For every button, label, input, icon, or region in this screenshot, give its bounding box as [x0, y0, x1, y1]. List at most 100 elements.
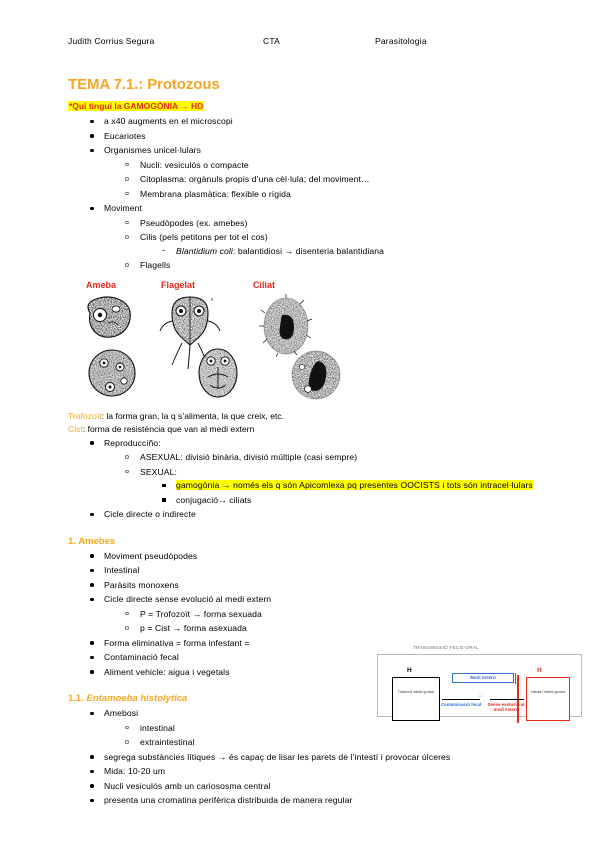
- list-item: Forma eliminativa = forma infestant =: [68, 637, 538, 651]
- list-item: gamogònia → només els q són Apicomlexa p…: [140, 479, 538, 493]
- list-item-label: Flagells: [140, 260, 171, 270]
- list-item: Contaminació fecal: [68, 651, 538, 665]
- flagelat-cyst-drawing: [198, 347, 238, 398]
- bullet-disc-icon: [90, 711, 94, 715]
- bullet-dash-icon: -: [162, 245, 166, 255]
- reproduction-list: Reproducciño: ASEXUAL: divisió binària, …: [68, 437, 538, 522]
- protozoa-figure-labels: Ameba Flagelat Ciliat: [68, 280, 538, 294]
- entamoeba-list: Amebosi intestinal extraintestinal segre…: [68, 707, 538, 808]
- list-item: Nucli vesiculós amb un cariososma centra…: [68, 780, 538, 794]
- host-box-right: Infecta l’intestí gruixut: [526, 677, 570, 721]
- feco-diagram-title: TRANSMISSIÓ FECO-ORAL: [413, 645, 480, 650]
- reproduction-sublist: ASEXUAL: divisió binària, divisió múltip…: [104, 451, 538, 507]
- list-item: Membrana plasmàtica: flexible o rígida: [104, 188, 538, 202]
- species-name: Blantidium coli: [176, 245, 233, 256]
- bullet-disc-icon: [90, 655, 94, 659]
- list-item-label: Moviment pseudòpodes: [104, 550, 198, 561]
- bullet-circle-icon: [125, 235, 129, 239]
- intro-list: a x40 augments en el microscopi Eucariot…: [68, 115, 538, 273]
- list-item-label: Amebosi: [104, 708, 139, 718]
- highlight-note: *Qui tingui la GAMOGÒNIA → HD: [68, 101, 205, 111]
- host-label-left: H: [407, 667, 412, 674]
- medi-extern-tick: [515, 673, 516, 684]
- list-item: Reproducciño: ASEXUAL: divisió binària, …: [68, 437, 538, 508]
- trofozoit-term: Trofozoït: [68, 410, 102, 421]
- amebosi-sublist: intestinal extraintestinal: [104, 722, 538, 750]
- list-item-label: gamogònia → només els q són Apicomlexa p…: [176, 480, 533, 490]
- bullet-disc-icon: [90, 641, 94, 645]
- list-item: Cilis (pels petitons per tot el cos) - B…: [104, 231, 538, 258]
- list-item-label: intestinal: [140, 722, 175, 733]
- header-course: CTA: [263, 36, 280, 46]
- list-item: Moviment Pseudòpodes (ex. amebes) Cilis …: [68, 202, 538, 273]
- bullet-disc-icon: [90, 119, 94, 123]
- section-heading-entamoeba: 1.1. Entamoeba histolytica: [68, 693, 538, 704]
- bullet-circle-icon: [125, 469, 129, 473]
- protozoa-drawings: g: [87, 293, 341, 399]
- bullet-disc-icon: [90, 568, 94, 572]
- bullet-disc-icon: [90, 670, 94, 674]
- cist-definition: Cist: forma de resistència que van al me…: [68, 423, 538, 437]
- list-item-label: Cicle directe sense evolució al medi ext…: [104, 594, 272, 604]
- medi-extern-box: Medi extern: [452, 673, 514, 683]
- list-item: a x40 augments en el microscopi: [68, 115, 538, 129]
- bullet-circle-icon: [125, 611, 129, 615]
- list-item-label: Reproducciño:: [104, 437, 161, 448]
- list-item: Mida: 10-20 um: [68, 765, 538, 779]
- bullet-disc-icon: [90, 769, 94, 773]
- list-item: p = Cist → forma asexuada: [104, 622, 538, 636]
- ameba-trophozoite-drawing: [87, 295, 131, 338]
- cyst-marker-icon: ∴∵: [478, 693, 484, 698]
- list-item-label: Intestinal: [104, 565, 140, 575]
- sexual-sublist: gamogònia → només els q són Apicomlexa p…: [140, 479, 538, 507]
- bullet-circle-icon: [125, 220, 129, 224]
- list-item: Amebosi intestinal extraintestinal: [68, 707, 538, 750]
- document-header: Judith Corrius Segura CTA Parasitologia: [68, 36, 538, 46]
- section-number: 1.1.: [68, 693, 87, 704]
- list-item-label: a x40 augments en el microscopi: [104, 116, 233, 126]
- list-item-label: Pseudòpodes (ex. amebes): [140, 217, 248, 228]
- list-item-label: Cilis (pels petitons per tot el cos): [140, 232, 268, 242]
- list-item: Moviment pseudòpodes: [68, 550, 538, 564]
- axis-right: [490, 699, 524, 701]
- moviment-sublist: Pseudòpodes (ex. amebes) Cilis (pels pet…: [104, 217, 538, 273]
- list-item: Citoplasma: orgànuls propis d’una cèl·lu…: [104, 173, 538, 187]
- list-item-label: Citoplasma: orgànuls propis d’una cèl·lu…: [140, 174, 370, 184]
- list-item-label: Nucli: vesiculós o compacte: [140, 159, 249, 170]
- cist-term: Cist: [68, 424, 83, 434]
- bullet-circle-icon: [125, 177, 129, 181]
- list-item: Nucli: vesiculós o compacte: [104, 159, 538, 173]
- feco-oral-diagram: TRANSMISSIÓ FECO-ORAL H H Trofozoït Inte…: [377, 645, 582, 723]
- list-item-label: Aliment vehicle: aigua i vegetals: [104, 666, 230, 677]
- list-item: intestinal: [104, 722, 538, 736]
- bullet-disc-icon: [90, 441, 94, 445]
- list-item-label: Cicle directe o indirecte: [104, 509, 196, 519]
- bullet-circle-icon: [125, 263, 129, 267]
- list-item: extraintestinal: [104, 736, 538, 750]
- list-item-label: Membrana plasmàtica: flexible o rígida: [140, 188, 291, 199]
- list-item: Eucariotes: [68, 130, 538, 144]
- bullet-disc-icon: [90, 597, 94, 601]
- medi-extern-label: Medi extern: [470, 675, 496, 680]
- list-item: ASEXUAL: divisió binària, divisió múltip…: [104, 451, 538, 465]
- figure-label-flagelat: Flagelat: [161, 279, 196, 290]
- axis-left: [442, 699, 480, 701]
- bullet-circle-icon: [125, 455, 129, 459]
- list-item: Cicle directe o indirecte: [68, 508, 538, 522]
- list-item: Intestinal: [68, 564, 538, 578]
- cist-text: : forma de resistència que van al medi e…: [82, 424, 255, 434]
- list-item-label: presenta una cromatina perifèrica distri…: [104, 795, 353, 805]
- document-content: Judith Corrius Segura CTA Parasitologia …: [68, 36, 538, 809]
- list-item: Cicle directe sense evolució al medi ext…: [68, 593, 538, 636]
- trofozoit-definition: Trofozoït: la forma gran, la q s’aliment…: [68, 410, 538, 424]
- list-item-label: conjugació→ ciliats: [176, 494, 252, 505]
- amebes-list: Moviment pseudòpodes Intestinal Paràsits…: [68, 550, 538, 680]
- list-item-label: : balantidiosi → disenteria balantidiana: [232, 245, 385, 256]
- host-right-text: Infecta l’intestí gruixut: [530, 690, 566, 694]
- svg-text:g: g: [211, 296, 213, 301]
- list-item: P = Trofozoït → forma sexuada: [104, 608, 538, 622]
- list-item-label: Contaminació fecal: [104, 652, 179, 662]
- list-item: presenta una cromatina perifèrica distri…: [68, 794, 538, 808]
- host-box-left: Trofozoït Intestí gruixut: [392, 677, 440, 721]
